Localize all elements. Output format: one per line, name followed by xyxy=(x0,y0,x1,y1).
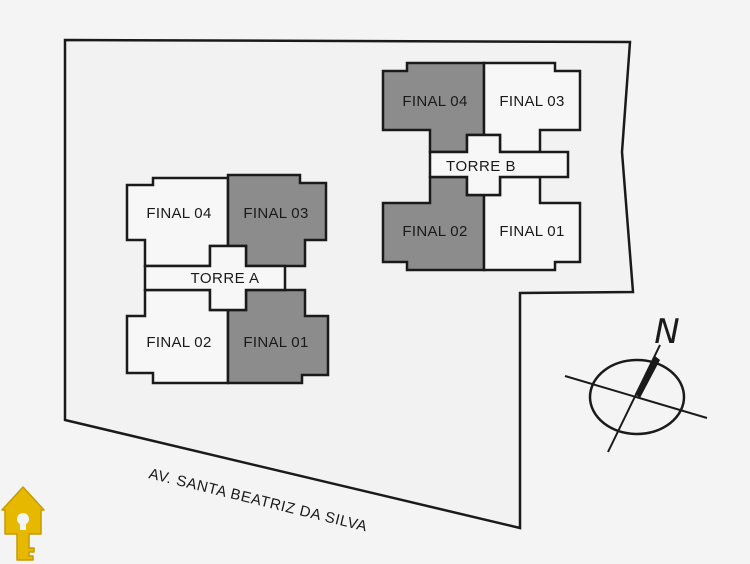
compass-ring xyxy=(588,358,686,436)
tower-b-label-final-01: FINAL 01 xyxy=(499,223,564,240)
tower-b-label-final-04: FINAL 04 xyxy=(402,93,467,110)
compass-needle xyxy=(635,356,660,398)
tower-b-label-final-03: FINAL 03 xyxy=(499,93,564,110)
house-key-icon xyxy=(1,486,45,561)
tower-b-name: TORRE B xyxy=(446,158,516,175)
compass-east-west-line xyxy=(564,375,708,419)
tower-a-label-final-04: FINAL 04 xyxy=(146,205,211,222)
tower-a-label-final-03: FINAL 03 xyxy=(243,205,308,222)
tower-a-core xyxy=(143,244,287,312)
tower-b: FINAL 04 FINAL 03 TORRE B FINAL 02 FINAL… xyxy=(381,61,582,272)
tower-a-label-final-01: FINAL 01 xyxy=(243,334,308,351)
north-compass: N xyxy=(564,312,708,453)
compass-north-south-line xyxy=(607,344,661,453)
tower-a-label-final-02: FINAL 02 xyxy=(146,334,211,351)
tower-b-label-final-02: FINAL 02 xyxy=(402,223,467,240)
tower-a: FINAL 04 FINAL 03 TORRE A FINAL 02 FINAL… xyxy=(125,173,330,385)
north-label: N xyxy=(654,312,679,352)
tower-b-core xyxy=(428,133,570,197)
tower-a-name: TORRE A xyxy=(190,270,259,287)
